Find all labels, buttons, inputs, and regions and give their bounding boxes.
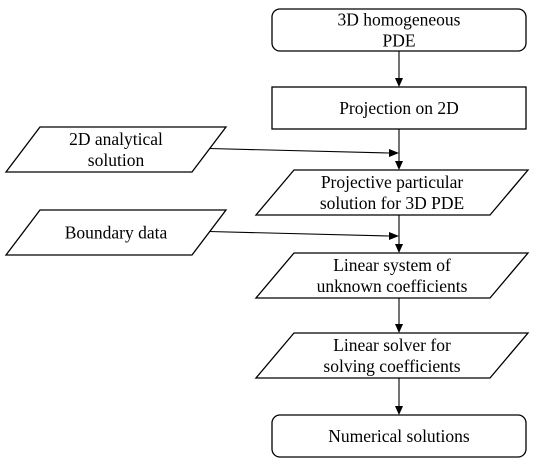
edge-particular-to-linear-system-arrowhead <box>395 244 403 253</box>
node-projection-label: Projection on 2D <box>339 98 459 118</box>
node-linear-solver-label-line: Linear solver for <box>333 335 451 355</box>
edge-linear-system-to-linear-solver <box>395 298 403 333</box>
edge-boundary-to-linear-system-line <box>208 230 390 237</box>
node-boundary: Boundary data <box>4 209 228 256</box>
node-pde-label-line: PDE <box>382 31 415 51</box>
node-linear-system-label-line: unknown coefficients <box>317 276 468 296</box>
edge-analytical-to-particular <box>208 147 399 157</box>
node-analytical-label-line: 2D analytical <box>69 129 163 149</box>
node-boundary-label: Boundary data <box>65 223 168 243</box>
edge-boundary-to-linear-system-arrowhead <box>389 232 399 240</box>
node-analytical-shape <box>4 126 228 173</box>
node-particular-label-line: Projective particular <box>321 172 464 192</box>
node-projection-shape <box>271 86 527 130</box>
node-particular-shape <box>254 169 530 216</box>
node-boundary-label-line: Boundary data <box>65 223 168 243</box>
node-linear-system-shape <box>254 252 530 299</box>
node-pde-shape <box>271 8 527 52</box>
node-numerical-shape <box>271 414 527 458</box>
node-numerical-label-line: Numerical solutions <box>328 426 470 446</box>
node-projection-label-line: Projection on 2D <box>339 98 459 118</box>
edge-linear-solver-to-numerical <box>395 378 403 415</box>
node-analytical-label-line: solution <box>88 150 145 170</box>
edge-pde-to-projection-arrowhead <box>395 78 403 87</box>
edge-projection-to-particular <box>395 129 403 170</box>
edges-layer <box>208 51 403 415</box>
node-pde-label-line: 3D homogeneous <box>338 10 461 30</box>
edge-particular-to-linear-system <box>395 215 403 253</box>
node-boundary-shape <box>4 209 228 256</box>
edge-linear-system-to-linear-solver-arrowhead <box>395 324 403 333</box>
node-projection: Projection on 2D <box>271 86 527 130</box>
node-particular-label-line: solution for 3D PDE <box>320 193 464 213</box>
edge-pde-to-projection <box>395 51 403 87</box>
edge-analytical-to-particular-line <box>208 147 390 154</box>
node-linear-solver-shape <box>254 332 530 379</box>
edge-projection-to-particular-arrowhead <box>395 161 403 170</box>
edge-analytical-to-particular-arrowhead <box>389 149 399 157</box>
node-linear-system-label-line: Linear system of <box>333 255 451 275</box>
node-numerical: Numerical solutions <box>271 414 527 458</box>
node-numerical-label: Numerical solutions <box>328 426 470 446</box>
edge-boundary-to-linear-system <box>208 230 399 240</box>
node-linear-solver-label-line: solving coefficients <box>323 356 460 376</box>
edge-linear-solver-to-numerical-arrowhead <box>395 406 403 415</box>
